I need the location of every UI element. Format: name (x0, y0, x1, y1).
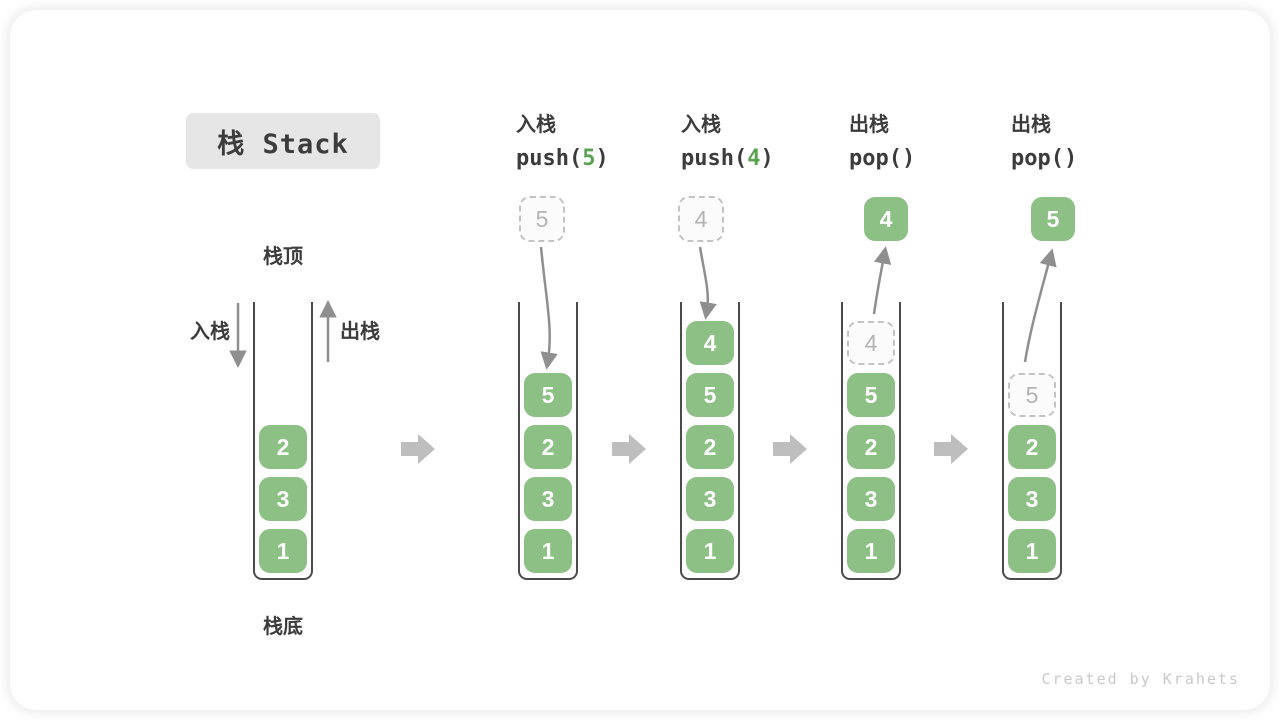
stack-item: 1 (686, 529, 734, 573)
stack-top-label: 栈顶 (263, 246, 303, 268)
watermark: Created by Krahets (1041, 670, 1240, 688)
stage-arrow-icon (934, 434, 968, 464)
op-name: 出栈 (1011, 114, 1051, 136)
stack-after-push-4: 4 5 2 3 1 (680, 302, 740, 580)
stack-initial: 2 3 1 (253, 302, 313, 580)
stack-item: 2 (259, 425, 307, 469)
push-arrow-4-icon (698, 246, 717, 320)
pop-direction-label: 出栈 (340, 321, 380, 343)
stack-item: 1 (1008, 529, 1056, 573)
op-name: 入栈 (516, 114, 556, 136)
op-header-pop-2: 出栈 pop() (1011, 108, 1171, 171)
stack-item: 3 (524, 477, 572, 521)
op-code: push(5) (516, 146, 609, 171)
op-name: 入栈 (681, 114, 721, 136)
stack-item: 3 (259, 477, 307, 521)
stack-after-pop-4: 4 5 2 3 1 (841, 302, 901, 580)
stack-item: 3 (686, 477, 734, 521)
popped-item-5: 5 (1031, 197, 1075, 241)
op-header-push-4: 入栈 push(4) (681, 108, 841, 171)
popped-item-4: 4 (864, 197, 908, 241)
op-header-push-5: 入栈 push(5) (516, 108, 676, 171)
diagram-card: 栈 Stack 栈顶 栈底 入栈 出栈 入栈 push(5) 入栈 push(4… (10, 10, 1270, 710)
stack-item: 2 (1008, 425, 1056, 469)
stack-item: 2 (686, 425, 734, 469)
pushed-item-dashed-5: 5 (519, 196, 565, 242)
title-badge: 栈 Stack (186, 113, 380, 169)
op-name: 出栈 (849, 114, 889, 136)
stack-after-push-5: 5 2 3 1 (518, 302, 578, 580)
stack-item: 5 (524, 373, 572, 417)
op-code: pop() (849, 146, 916, 171)
stack-item: 1 (259, 529, 307, 573)
stack-after-pop-5: 5 2 3 1 (1002, 302, 1062, 580)
stage-arrow-icon (401, 434, 435, 464)
op-code: pop() (1011, 146, 1078, 171)
stage-arrow-icon (773, 434, 807, 464)
op-code: push(4) (681, 146, 774, 171)
stack-item-ghost: 5 (1008, 373, 1056, 417)
stack-item: 2 (847, 425, 895, 469)
stack-item-ghost: 4 (847, 321, 895, 365)
stack-item: 5 (847, 373, 895, 417)
op-header-pop-1: 出栈 pop() (849, 108, 1009, 171)
stack-bottom-label: 栈底 (263, 616, 303, 638)
op-arg: 5 (582, 146, 596, 171)
stack-item: 3 (1008, 477, 1056, 521)
stack-item: 1 (847, 529, 895, 573)
stage-arrow-icon (612, 434, 646, 464)
stack-item: 4 (686, 321, 734, 365)
op-arg: 4 (747, 146, 761, 171)
stack-item: 3 (847, 477, 895, 521)
stack-item: 2 (524, 425, 572, 469)
stack-item: 5 (686, 373, 734, 417)
pushed-item-dashed-4: 4 (678, 196, 724, 242)
stack-item: 1 (524, 529, 572, 573)
push-direction-label: 入栈 (190, 321, 230, 343)
title-badge-label: 栈 Stack (217, 128, 349, 160)
